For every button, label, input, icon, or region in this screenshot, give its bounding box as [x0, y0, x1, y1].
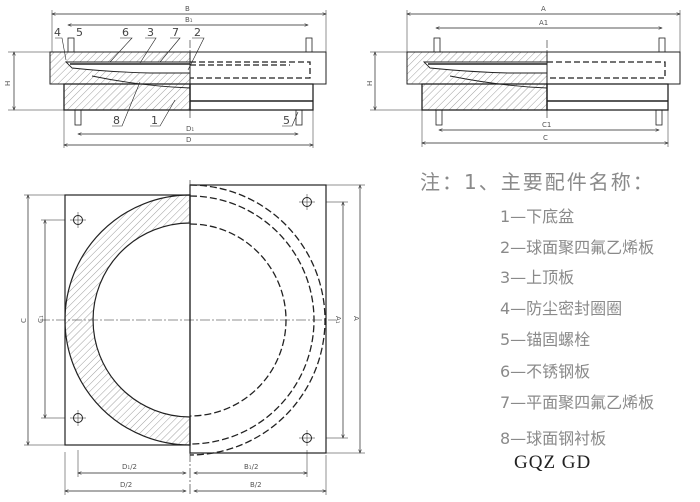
dim-label-C1: C1 [542, 121, 551, 129]
top-plate-plan-half [189, 184, 327, 454]
dim-label-C: C [20, 318, 28, 323]
note-item: 8—球面钢衬板 [500, 429, 607, 448]
right-section-view [370, 10, 680, 147]
part-label: 2 [194, 26, 201, 39]
part-label: 5 [76, 26, 83, 39]
dim-label-D1-half: D₁/2 [122, 463, 137, 471]
dim-label-H: H [366, 81, 374, 86]
plan-labels: C C₁ A₁ A D₁/2 D/2 B₁/2 B/2 [20, 315, 360, 489]
part-label: 6 [122, 26, 129, 39]
right-section-labels: A A1 H C1 C [366, 5, 551, 142]
dim-label-D: D [186, 136, 191, 144]
dim-label-H: H [4, 81, 12, 86]
left-section-view [8, 10, 326, 148]
dim-label-D-half: D/2 [120, 481, 132, 489]
part-label: 3 [147, 26, 154, 39]
dim-label-C: C [543, 134, 548, 142]
anchor-bolt [305, 37, 313, 53]
note-item: 5—锚固螺栓 [500, 330, 591, 349]
part-label: 8 [113, 114, 120, 127]
note-item: 2—球面聚四氟乙烯板 [500, 238, 655, 257]
bolt-holes [70, 194, 315, 446]
part-label: 5 [283, 114, 290, 127]
anchor-bolt [74, 109, 82, 126]
dim-label-C1: C₁ [37, 315, 45, 323]
note-item: 3—上顶板 [500, 268, 575, 287]
basin-ring-section [64, 194, 191, 446]
dim-label-D1: D₁ [186, 125, 194, 133]
left-section-labels: B B₁ H D₁ D 4 5 6 3 7 2 8 1 5 [4, 5, 290, 144]
dim-label-B-half: B/2 [250, 481, 262, 489]
dim-label-A: A [541, 5, 546, 13]
bottom-basin-section [63, 83, 191, 111]
anchor-bolt [295, 109, 303, 126]
note-item: 1—下底盆 [500, 207, 575, 226]
note-item: 4—防尘密封圈圈 [500, 299, 623, 318]
model-code: GQZ GD [514, 452, 592, 473]
note-item: 6—不锈钢板 [500, 362, 591, 381]
part-label: 4 [54, 26, 61, 39]
note-item: 7—平面聚四氟乙烯板 [500, 393, 655, 412]
dim-label-A1: A1 [539, 19, 548, 27]
anchor-bolt [67, 37, 75, 53]
dim-label-B1-half: B₁/2 [244, 463, 258, 471]
part-label: 7 [172, 26, 179, 39]
dim-label-B1: B₁ [185, 16, 193, 24]
plan-view [24, 180, 365, 495]
dim-label-B: B [185, 5, 190, 13]
dim-label-A: A [352, 316, 360, 321]
dim-label-A1: A₁ [334, 316, 342, 324]
notes-title: 注：1、主要配件名称： [420, 170, 655, 194]
part-label: 1 [151, 114, 158, 127]
